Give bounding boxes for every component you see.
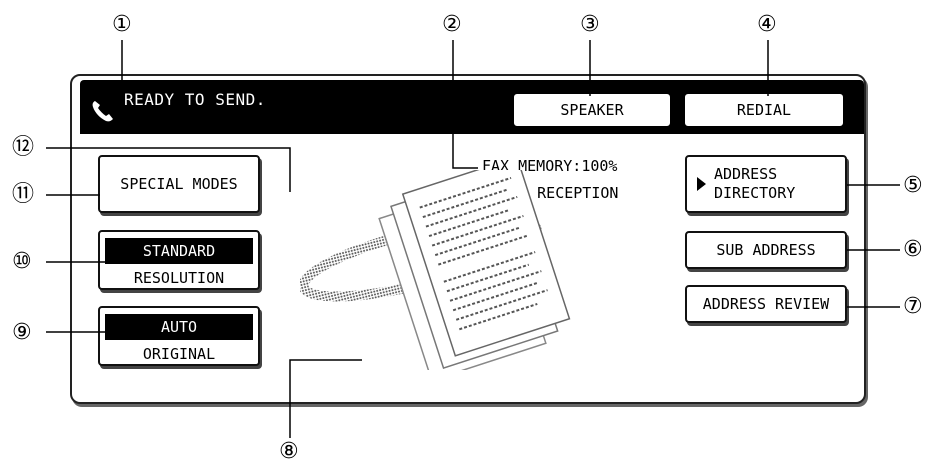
speaker-button[interactable]: SPEAKER — [514, 94, 670, 126]
fax-documents-illustration — [300, 170, 571, 370]
resolution-value: STANDARD — [105, 238, 253, 264]
original-button[interactable]: AUTO ORIGINAL — [98, 306, 260, 366]
resolution-label: RESOLUTION — [133, 269, 225, 287]
original-label: ORIGINAL — [142, 345, 216, 363]
callout-5: ⑤ — [903, 173, 923, 198]
status-message: READY TO SEND. — [124, 90, 266, 109]
address-review-button[interactable]: ADDRESS REVIEW — [685, 285, 847, 323]
callout-7: ⑦ — [903, 294, 923, 319]
callout-1: ① — [112, 12, 132, 37]
callout-8: ⑧ — [279, 439, 299, 464]
callout-11: ⑪ — [12, 182, 35, 207]
callout-6: ⑥ — [903, 237, 923, 262]
phone-icon — [92, 101, 113, 122]
callout-2: ② — [442, 12, 462, 37]
address-directory-line2: DIRECTORY — [714, 184, 796, 202]
callout-12: ⑫ — [12, 135, 35, 160]
resolution-button[interactable]: STANDARD RESOLUTION — [98, 230, 260, 290]
sub-address-button[interactable]: SUB ADDRESS — [685, 231, 847, 269]
triangle-right-icon — [697, 177, 706, 191]
special-modes-button[interactable]: SPECIAL MODES — [98, 155, 260, 213]
callout-3: ③ — [580, 12, 600, 37]
original-value: AUTO — [105, 314, 253, 340]
callout-9: ⑨ — [12, 320, 32, 345]
address-directory-line1: ADDRESS — [714, 165, 778, 183]
redial-button[interactable]: REDIAL — [685, 94, 843, 126]
callout-10: ⑩ — [12, 249, 32, 274]
callout-4: ④ — [757, 12, 777, 37]
